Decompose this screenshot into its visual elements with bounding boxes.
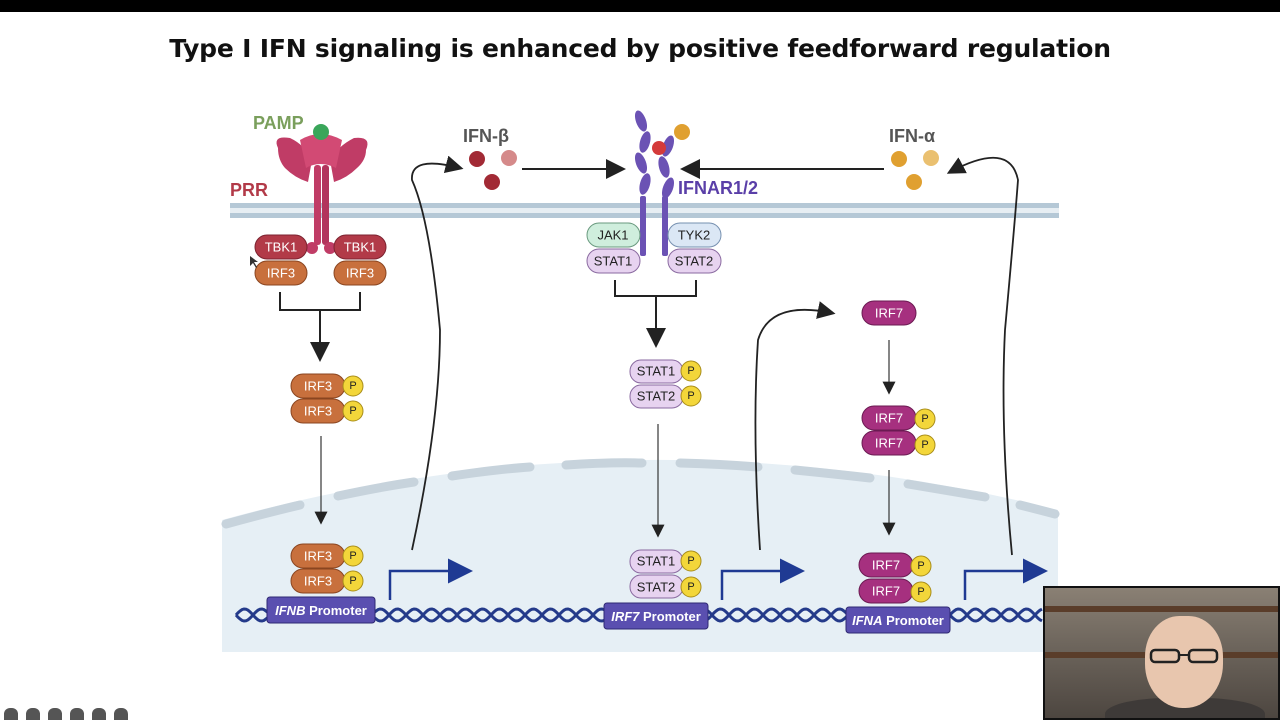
irf7-translation-curve — [754, 301, 836, 551]
irf3-promoter-dimer: IRF3 P IRF3 P — [290, 543, 364, 594]
svg-text:STAT2: STAT2 — [675, 254, 714, 269]
svg-text:IRF3: IRF3 — [304, 404, 332, 419]
svg-text:STAT1: STAT1 — [594, 254, 633, 269]
svg-text:IRF7 Promoter: IRF7 Promoter — [611, 609, 701, 624]
svg-text:P: P — [921, 439, 928, 451]
svg-text:P: P — [917, 586, 924, 598]
ifn-beta-label: IFN-β — [463, 126, 509, 146]
svg-text:P: P — [687, 555, 694, 567]
irf3-left: IRF3 — [254, 260, 308, 286]
svg-text:TBK1: TBK1 — [344, 240, 377, 255]
tbk1-left: TBK1 — [254, 234, 308, 260]
zoom-icon[interactable] — [48, 708, 62, 720]
ifn-alpha-bound-ligand — [674, 124, 690, 140]
webcam-person-shirt — [1105, 698, 1265, 718]
ifn-alpha-label: IFN-α — [889, 126, 935, 146]
svg-text:IRF7: IRF7 — [872, 584, 900, 599]
svg-text:STAT1: STAT1 — [637, 554, 676, 569]
stat-bracket — [614, 280, 697, 297]
ifna-secretion-curve — [946, 157, 1019, 556]
jak1: JAK1 — [586, 222, 641, 248]
svg-text:TBK1: TBK1 — [265, 240, 298, 255]
svg-text:P: P — [921, 413, 928, 425]
irf3-bracket — [279, 292, 361, 311]
svg-text:STAT1: STAT1 — [637, 364, 676, 379]
svg-text:IRF3: IRF3 — [346, 266, 374, 281]
ifn-bound-ligand — [652, 141, 666, 155]
ifnb-secretion-curve — [411, 155, 464, 551]
captions-icon[interactable] — [70, 708, 84, 720]
ifna-transcription-arrow — [963, 558, 1048, 600]
ifna-promoter: IFNA Promoter — [845, 606, 951, 634]
more-icon[interactable] — [114, 708, 128, 720]
pamp-ligand — [313, 124, 329, 140]
ifn-beta-molecule — [469, 151, 485, 167]
svg-text:P: P — [349, 575, 356, 587]
ifn-beta-molecule — [501, 150, 517, 166]
stat2: STAT2 — [667, 248, 722, 274]
svg-text:P: P — [349, 405, 356, 417]
ifnar-label: IFNAR1/2 — [678, 178, 758, 198]
tyk2: TYK2 — [667, 222, 722, 248]
presenter-webcam — [1043, 586, 1280, 720]
camera-icon[interactable] — [92, 708, 106, 720]
svg-text:TYK2: TYK2 — [678, 228, 711, 243]
svg-text:P: P — [687, 581, 694, 593]
toolbar-icon[interactable] — [4, 708, 18, 720]
ifn-alpha-molecule — [891, 151, 907, 167]
stat-phospho-dimer: STAT1 P STAT2 P — [629, 359, 702, 409]
svg-text:P: P — [687, 390, 694, 402]
irf7-transcription-arrow — [720, 558, 805, 600]
irf7-promoter-dimer: IRF7 P IRF7 P — [858, 552, 932, 604]
mouse-cursor-icon — [250, 256, 258, 268]
tbk1-right: TBK1 — [333, 234, 387, 260]
stat1: STAT1 — [586, 248, 641, 274]
slide-title: Type I IFN signaling is enhanced by posi… — [169, 34, 1111, 63]
webcam-shelf — [1045, 606, 1278, 612]
svg-text:STAT2: STAT2 — [637, 389, 676, 404]
svg-text:IRF7: IRF7 — [875, 436, 903, 451]
irf7-phospho-dimer: IRF7 P IRF7 P — [861, 405, 936, 456]
svg-text:IFNA Promoter: IFNA Promoter — [852, 613, 944, 628]
top-black-bar — [0, 0, 1280, 12]
ifn-alpha-molecule — [923, 150, 939, 166]
svg-text:JAK1: JAK1 — [597, 228, 628, 243]
svg-text:P: P — [349, 380, 356, 392]
svg-text:IRF7: IRF7 — [875, 411, 903, 426]
pamp-label: PAMP — [253, 113, 304, 133]
prr-receptor — [276, 134, 368, 254]
irf7-promoter: IRF7 Promoter — [603, 602, 709, 630]
svg-text:STAT2: STAT2 — [637, 580, 676, 595]
pen-icon[interactable] — [26, 708, 40, 720]
svg-text:IFNB Promoter: IFNB Promoter — [275, 603, 367, 618]
svg-text:IRF3: IRF3 — [304, 549, 332, 564]
prr-label: PRR — [230, 180, 268, 200]
svg-text:P: P — [349, 550, 356, 562]
svg-text:IRF7: IRF7 — [872, 558, 900, 573]
irf3-right: IRF3 — [333, 260, 387, 286]
ifnb-transcription-arrow — [388, 558, 473, 600]
svg-text:IRF7: IRF7 — [875, 306, 903, 321]
stat-promoter-dimer: STAT1 P STAT2 P — [629, 549, 702, 599]
nuclear-envelope — [221, 458, 1060, 529]
svg-text:IRF3: IRF3 — [304, 379, 332, 394]
svg-text:IRF3: IRF3 — [267, 266, 295, 281]
irf7-monomer: IRF7 — [861, 300, 917, 326]
ifn-beta-molecule — [484, 174, 500, 190]
ifn-alpha-molecule — [906, 174, 922, 190]
svg-text:P: P — [687, 365, 694, 377]
svg-text:P: P — [917, 560, 924, 572]
svg-text:IRF3: IRF3 — [304, 574, 332, 589]
webcam-glasses-icon — [1149, 648, 1219, 664]
irf3-phospho-dimer: IRF3 P IRF3 P — [290, 373, 364, 424]
ifnb-promoter: IFNB Promoter — [266, 596, 376, 624]
bottom-toolbar — [4, 708, 128, 720]
